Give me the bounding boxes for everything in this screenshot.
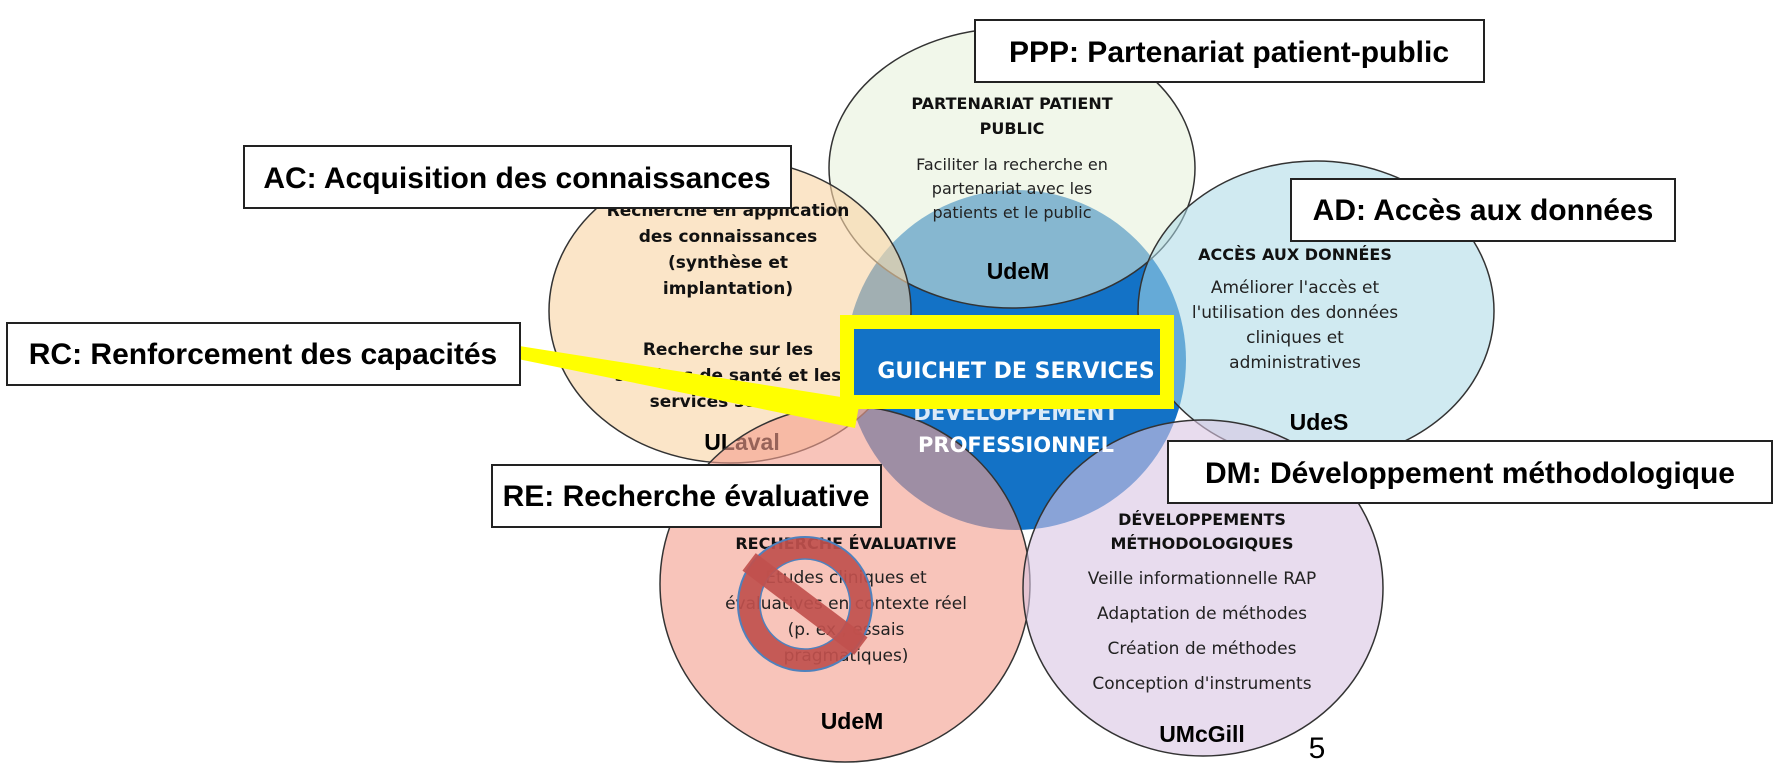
- svg-text:DM: Développement méthodologiq: DM: Développement méthodologique: [1205, 457, 1735, 490]
- petal-bottom-right-title-1: DÉVELOPPEMENTS: [1118, 510, 1286, 529]
- petal-left-line-2: des connaissances: [639, 227, 818, 247]
- petal-top-title-2: PUBLIC: [980, 119, 1045, 138]
- highlight-text: GUICHET DE SERVICES: [877, 359, 1154, 384]
- rc-pointer: [513, 345, 860, 428]
- label-re: RE: Recherche évaluative: [491, 464, 882, 528]
- petal-top-body-1: Faciliter la recherche en: [916, 155, 1108, 174]
- petal-bottom-right-university: UMcGill: [1159, 721, 1245, 747]
- page-number: 5: [1309, 732, 1326, 765]
- label-ad: AD: Accès aux données: [1290, 178, 1676, 242]
- petal-top: PARTENARIAT PATIENT PUBLIC Faciliter la …: [828, 27, 1196, 309]
- petal-top-body-2: partenariat avec les: [932, 179, 1092, 198]
- petal-left-line-4: implantation): [663, 279, 793, 299]
- petal-left-line-3: (synthèse et: [668, 253, 788, 273]
- label-ac: AC: Acquisition des connaissances: [243, 145, 792, 209]
- label-rc: RC: Renforcement des capacités: [6, 322, 521, 386]
- petal-right-university: UdeS: [1290, 409, 1349, 435]
- petal-bottom-right-body-1: Veille informationnelle RAP: [1088, 569, 1316, 589]
- prohibition-icon: [737, 536, 873, 672]
- highlight-box: [840, 315, 1174, 409]
- label-ppp: PPP: Partenariat patient-public: [974, 19, 1485, 83]
- svg-text:RC: Renforcement des capacités: RC: Renforcement des capacités: [29, 338, 498, 371]
- petal-right-body-1: Améliorer l'accès et: [1211, 278, 1380, 298]
- petal-bottom-right-body-4: Conception d'instruments: [1092, 674, 1311, 694]
- center-line-2: PROFESSIONNEL: [918, 433, 1114, 457]
- petal-right-body-2: l'utilisation des données: [1192, 303, 1398, 323]
- svg-text:RE: Recherche évaluative: RE: Recherche évaluative: [503, 480, 870, 513]
- petal-top-body-3: patients et le public: [932, 203, 1091, 222]
- svg-text:PPP: Partenariat patient-publi: PPP: Partenariat patient-public: [1009, 36, 1449, 69]
- petal-right-body-3: cliniques et: [1246, 328, 1344, 348]
- label-dm: DM: Développement méthodologique: [1167, 440, 1773, 504]
- petal-bottom-left-body-2: évaluatives en contexte réel: [725, 594, 967, 614]
- petal-bottom-left-university: UdeM: [821, 708, 884, 734]
- petal-bottom-right-body-3: Création de méthodes: [1108, 639, 1297, 659]
- petal-bottom-right-title-2: MÉTHODOLOGIQUES: [1111, 534, 1294, 553]
- svg-text:AC: Acquisition des connaissan: AC: Acquisition des connaissances: [263, 162, 770, 195]
- svg-text:AD: Accès aux données: AD: Accès aux données: [1313, 194, 1654, 227]
- petal-bottom-right-body-2: Adaptation de méthodes: [1097, 604, 1307, 624]
- petal-left-line-6: Recherche sur les: [643, 340, 813, 360]
- petal-top-title-1: PARTENARIAT PATIENT: [911, 94, 1112, 113]
- petal-top-university: UdeM: [987, 258, 1050, 284]
- petal-right-body-4: administratives: [1229, 353, 1361, 373]
- petal-right-title: ACCÈS AUX DONNÉES: [1198, 245, 1392, 264]
